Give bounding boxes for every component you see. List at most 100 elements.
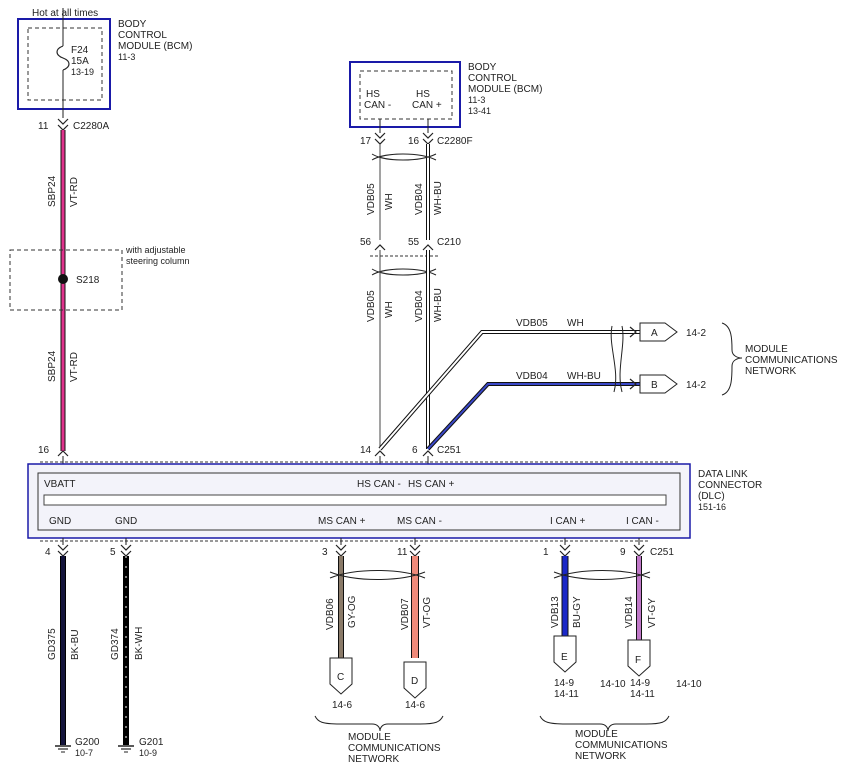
flag-b-icon: [639, 374, 678, 394]
connector-chevron-icon: [633, 544, 645, 557]
connector-chevron-icon: [57, 544, 69, 557]
c251-bottom-pin-9: 9: [620, 547, 626, 558]
bcm-right-title-1: BODY: [468, 62, 497, 73]
wire-vdb14-circuit: VDB14: [624, 596, 635, 628]
network-right-1: MODULE: [745, 344, 788, 355]
connector-chevron-icon: [559, 544, 571, 557]
wire-vdb04-branch-outline: [426, 382, 640, 451]
network-i-2: COMMUNICATIONS: [575, 740, 668, 751]
c2280f-connector-label: C2280F: [437, 136, 473, 147]
c251-top-pin-hs-minus: 14: [360, 445, 372, 456]
twisted-pair-icon: [553, 570, 651, 580]
connector-chevron-icon: [422, 244, 434, 251]
wire-vdb04-mid-circuit: VDB04: [414, 290, 425, 322]
flag-f-ref-1: 14-9: [630, 678, 650, 689]
connector-chevron-icon: [374, 450, 386, 457]
wire-vdb14-color: VT-GY: [647, 598, 658, 628]
splice-dot-icon: [58, 274, 68, 284]
connector-chevron-icon: [629, 378, 637, 390]
splice-note-2: steering column: [126, 256, 190, 266]
flag-c-icon: [329, 657, 353, 695]
network-i-3: NETWORK: [575, 751, 626, 762]
flag-e-icon: [553, 635, 577, 673]
flag-f-letter: F: [635, 655, 641, 666]
bcm-left-module-box: [17, 18, 111, 110]
network-brace-icon: [539, 715, 670, 732]
wire-vdb04-mid-color: WH-BU: [433, 288, 444, 322]
fuse-rating: 15A: [71, 56, 89, 67]
flag-a-letter: A: [651, 328, 658, 339]
flag-d-letter: D: [411, 676, 418, 687]
flag-a-ref: 14-2: [686, 328, 706, 339]
ground-g201-name: G201: [139, 737, 164, 748]
twisted-pair-icon: [619, 325, 624, 393]
wire-vdb13-color: BU-GY: [572, 596, 583, 628]
ground-g200-ref: 10-7: [75, 748, 93, 758]
c210-pin-right: 55: [408, 237, 420, 248]
flag-a-icon: [639, 322, 678, 342]
network-ms-2: COMMUNICATIONS: [348, 743, 441, 754]
splice-option-box: [9, 249, 123, 311]
bcm-right-title-ref-1: 11-3: [468, 95, 485, 105]
c2280f-pin-plus: 16: [408, 136, 420, 147]
connector-chevron-icon: [374, 132, 386, 139]
c251-top-pin-vbatt: 16: [38, 445, 50, 456]
dlc-label-hs-plus: HS CAN +: [408, 479, 455, 490]
wire-sbp24-top-color: VT-RD: [69, 177, 80, 207]
c251-bottom-chevrons: [57, 544, 645, 557]
twisted-pair-icon: [329, 570, 426, 580]
bcm-right-inner-box: [359, 70, 453, 120]
c251-bottom-pin-4: 4: [45, 547, 51, 558]
bcm-left-title-ref: 11-3: [118, 52, 135, 62]
wire-gd375-circuit: GD375: [47, 628, 58, 660]
flag-f-ref-2: 14-11: [630, 689, 655, 700]
connector-chevron-icon: [335, 544, 347, 557]
connector-chevron-icon: [629, 326, 637, 338]
flag-c-letter: C: [337, 672, 344, 683]
twisted-pair-icon: [610, 325, 617, 393]
wire-gd374-circuit: GD374: [110, 628, 121, 660]
connector-chevron-icon: [374, 138, 386, 145]
ref-14-10-a: 14-10: [600, 679, 626, 690]
flag-d-icon: [403, 661, 427, 699]
connector-chevron-icon: [422, 132, 434, 139]
dlc-label-hs-minus: HS CAN -: [357, 479, 401, 490]
bcm-right-title-3: MODULE (BCM): [468, 84, 542, 95]
c2280a-connector-label: C2280A: [73, 121, 109, 132]
twisted-pair-icon: [371, 268, 437, 276]
bcm-left-title-3: MODULE (BCM): [118, 41, 192, 52]
wire-vdb04-branch: [427, 383, 640, 450]
ground-g200-name: G200: [75, 737, 100, 748]
c210-pin-left: 56: [360, 237, 372, 248]
dlc-label-gnd-2: GND: [115, 516, 137, 527]
c251-bottom-pin-11: 11: [397, 547, 408, 558]
dlc-label-i-plus: I CAN +: [550, 516, 585, 527]
wire-sbp24-bottom-circuit: SBP24: [47, 350, 58, 382]
dlc-label-gnd-1: GND: [49, 516, 71, 527]
connector-chevron-icon: [409, 544, 421, 557]
flag-b-ref: 14-2: [686, 380, 706, 391]
dlc-label-ms-minus: MS CAN -: [397, 516, 442, 527]
bcm-left-title-1: BODY: [118, 19, 147, 30]
wire-vdb05-branch-circuit: VDB05: [516, 318, 548, 329]
bcm-hs-plus-2: CAN +: [412, 100, 442, 111]
c210-connector-label: C210: [437, 237, 461, 248]
flag-f-icon: [627, 639, 651, 677]
bcm-hs-minus-2: CAN -: [364, 100, 391, 111]
wire-vdb05-mid-color: WH: [384, 301, 395, 318]
c2280a-pin: 11: [38, 121, 49, 132]
wire-vdb04-top-circuit: VDB04: [414, 183, 425, 215]
bcm-right-title-2: CONTROL: [468, 73, 517, 84]
dlc-inner-box: [37, 472, 681, 531]
wire-gd375-color: BK-BU: [70, 629, 81, 660]
ground-g201-ref: 10-9: [139, 748, 157, 758]
bcm-left-inner-box: [27, 27, 103, 101]
dlc-title-3: (DLC): [698, 491, 725, 502]
c251-bottom-pin-3: 3: [322, 547, 328, 558]
ground-g201-icon: [118, 745, 134, 753]
connector-chevron-icon: [422, 450, 434, 457]
connector-chevron-icon: [422, 138, 434, 145]
wire-vdb04-branch-color: WH-BU: [567, 371, 601, 382]
c251-top-connector-label: C251: [437, 445, 461, 456]
